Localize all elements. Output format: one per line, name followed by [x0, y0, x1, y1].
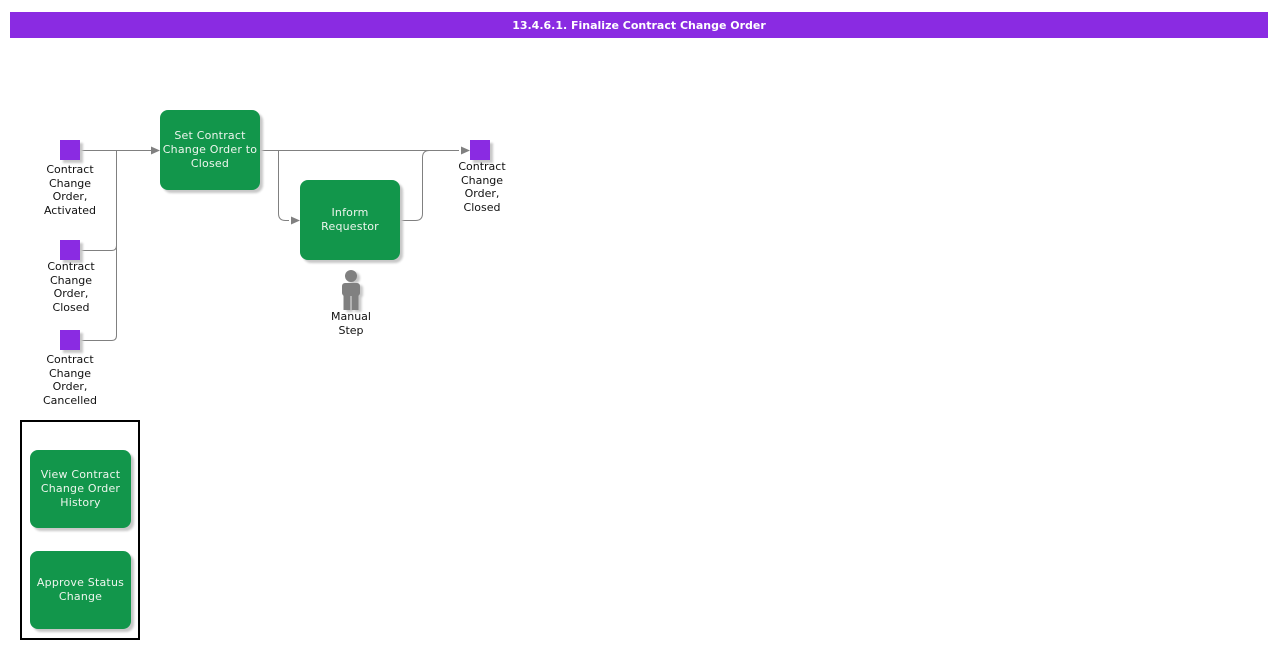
- activity-set-contract-change-order-to-closed[interactable]: Set Contract Change Order to Closed: [160, 110, 260, 190]
- diagram-title-bar: 13.4.6.1. Finalize Contract Change Order: [10, 12, 1268, 38]
- manual-step-person-icon: [342, 270, 360, 310]
- related-activities-group-box: [20, 420, 140, 640]
- manual-step-label: Manual Step: [331, 310, 371, 337]
- event-contract-change-order-closed-source: [60, 240, 80, 260]
- activity-view-contract-change-order-history[interactable]: View Contract Change Order History: [30, 450, 131, 528]
- event-contract-change-order-activated: [60, 140, 80, 160]
- connector-inform-return: [400, 150, 430, 221]
- event-label-closed-source: Contract Change Order, Closed: [47, 260, 95, 314]
- arrowhead-into-inform-box: [291, 216, 300, 225]
- connector-closed-join: [80, 245, 117, 251]
- activity-inform-requestor[interactable]: Inform Requestor: [300, 180, 400, 260]
- event-contract-change-order-closed-result: [470, 140, 490, 160]
- event-label-closed-result: Contract Change Order, Closed: [458, 160, 506, 214]
- connector-branch-to-inform: [278, 150, 289, 221]
- event-contract-change-order-cancelled: [60, 330, 80, 350]
- activity-approve-status-change[interactable]: Approve Status Change: [30, 551, 131, 629]
- diagram-title: 13.4.6.1. Finalize Contract Change Order: [512, 18, 766, 32]
- event-label-cancelled: Contract Change Order, Cancelled: [42, 353, 98, 407]
- arrowhead-into-set-box: [151, 146, 160, 155]
- arrowhead-into-closed-event: [461, 146, 470, 155]
- event-label-activated: Contract Change Order, Activated: [43, 163, 97, 217]
